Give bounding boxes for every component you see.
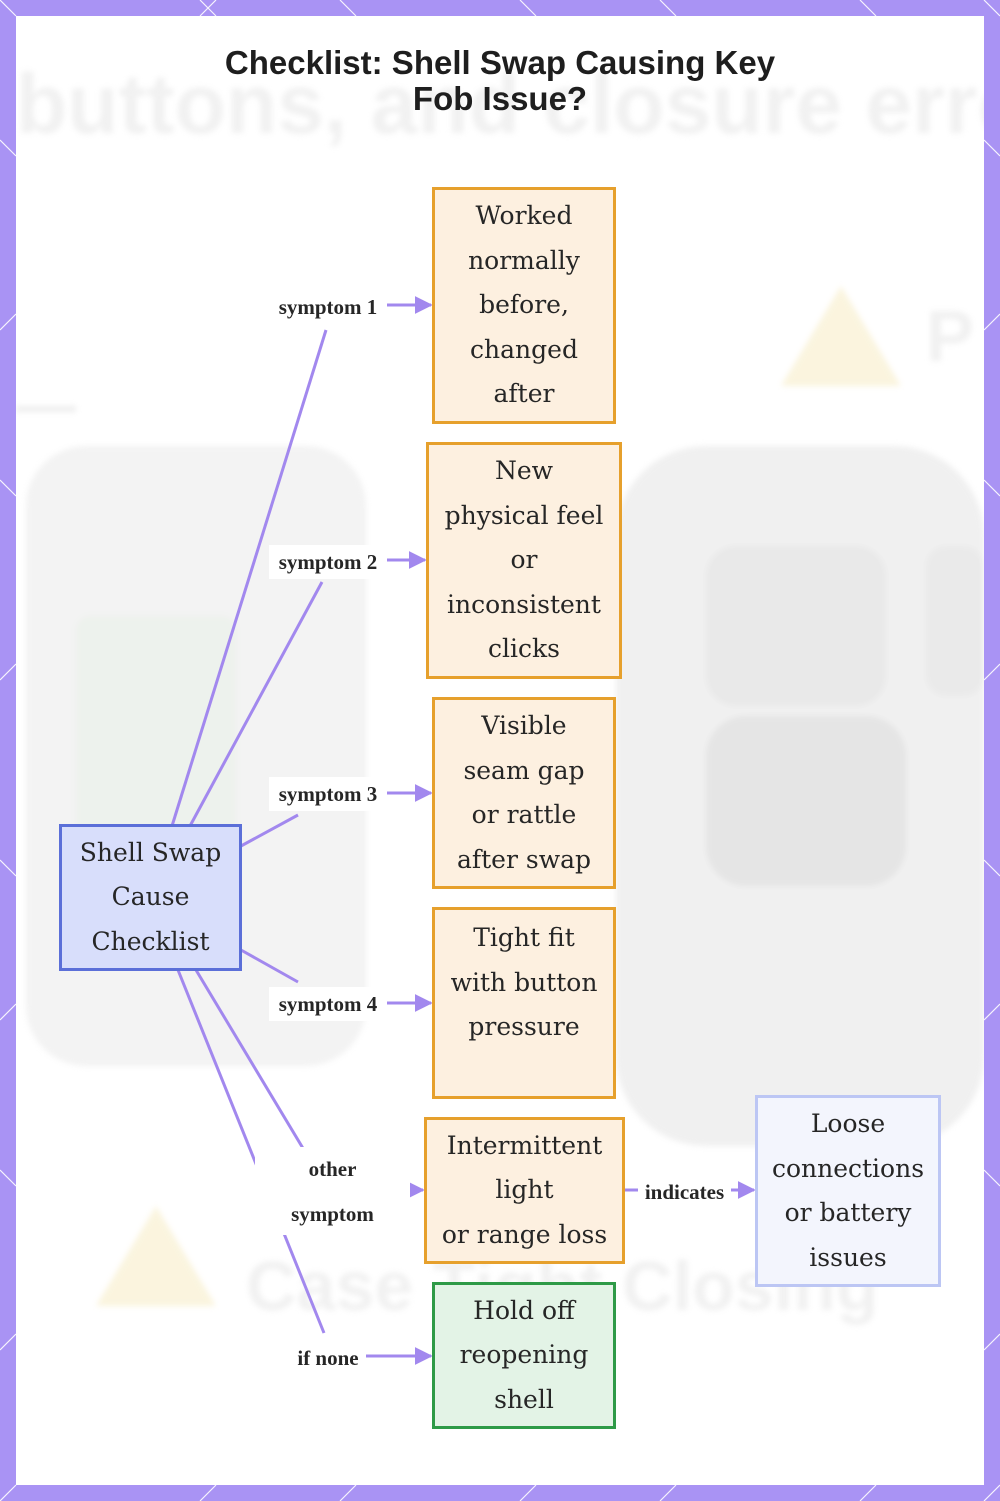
symptom-1-box: Worked normally before, changed after <box>432 187 616 424</box>
edge-label-indicates: indicates <box>638 1173 731 1211</box>
edge-symptom-4 <box>240 948 299 984</box>
edge-label-symptom-1: symptom 1 <box>269 290 387 324</box>
edge-label-none: if none <box>290 1341 366 1375</box>
edge-symptom-3 <box>240 813 299 848</box>
none-box: Hold off reopening shell <box>432 1282 616 1429</box>
edge-symptom-1 <box>170 329 328 827</box>
symptom-2-box: New physical feel or inconsistent clicks <box>426 442 622 679</box>
edge-none <box>176 969 326 1334</box>
edge-symptom-2 <box>188 581 324 827</box>
symptom-4-box: Tight fit with button pressure <box>432 907 616 1099</box>
title-line-2: Fob Issue? <box>412 80 588 117</box>
symptom-3-box: Visible seam gap or rattle after swap <box>432 697 616 889</box>
other-symptom-box: Intermittent light or range loss <box>424 1117 625 1264</box>
root-node: Shell Swap Cause Checklist <box>59 824 242 971</box>
edge-label-other: other symptom <box>255 1147 410 1235</box>
background-image: buttons, and closure errors P Case Tight… <box>16 16 984 1485</box>
edge-label-symptom-2: symptom 2 <box>269 545 387 579</box>
title-line-1: Checklist: Shell Swap Causing Key <box>224 44 776 81</box>
edge-label-symptom-4: symptom 4 <box>269 987 387 1021</box>
edge-other <box>194 969 306 1151</box>
result-box: Loose connections or battery issues <box>755 1095 941 1287</box>
edge-label-symptom-3: symptom 3 <box>269 777 387 811</box>
page-title: Checklist: Shell Swap Causing Key Fob Is… <box>0 45 1000 117</box>
